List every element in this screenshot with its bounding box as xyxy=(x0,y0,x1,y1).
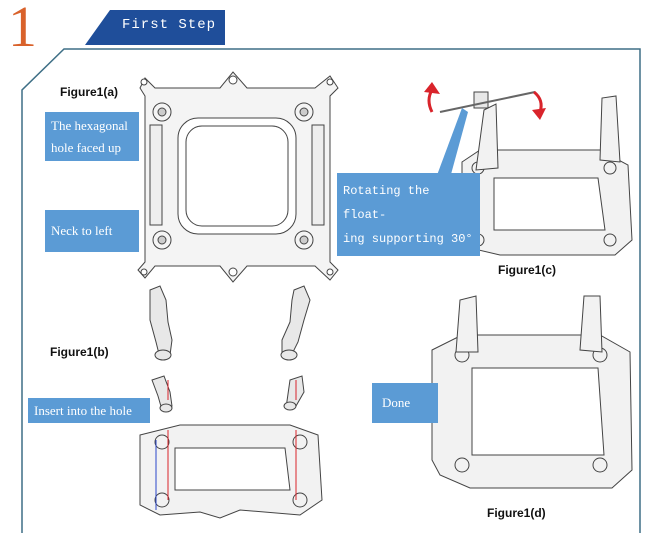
wrench-graphic xyxy=(439,91,536,113)
bracket-perspective-d xyxy=(431,295,633,489)
callout-rotate-line1: Rotating the float- xyxy=(343,184,430,222)
standoff-right xyxy=(280,285,311,361)
callout-rotate: Rotating the float- ing supporting 30° w… xyxy=(337,173,480,270)
standoff-inserting-right xyxy=(283,375,305,411)
callout-done-text: Done xyxy=(382,395,411,410)
standoff-inserting-left xyxy=(151,375,173,413)
callout-done: Done xyxy=(372,383,438,423)
callout-neck-text: Neck to left xyxy=(51,223,113,238)
rotation-arrow-left-icon xyxy=(424,82,440,113)
standoff-left xyxy=(149,285,173,361)
callout-hex-hole-line2: hole faced up xyxy=(51,140,122,155)
callout-hex-hole-line1: The hexagonal xyxy=(51,118,128,133)
figure-label-b: Figure1(b) xyxy=(50,345,109,359)
bracket-perspective-c xyxy=(461,91,633,256)
callout-rotate-line3: with the wrench xyxy=(343,256,452,270)
figure-label-c: Figure1(c) xyxy=(498,263,557,277)
frame-border xyxy=(21,48,641,533)
callout-insert-text: Insert into the hole xyxy=(34,403,132,418)
callout-rotate-line2: ing supporting 30° xyxy=(343,232,473,246)
figure-label-d: Figure1(d) xyxy=(487,506,546,520)
figure-label-a: Figure1(a) xyxy=(60,85,119,99)
step-title: First Step xyxy=(122,17,217,33)
step-title-tab xyxy=(85,10,225,45)
step-number: 1 xyxy=(8,0,37,59)
bracket-top-view xyxy=(137,71,339,283)
callout-insert: Insert into the hole xyxy=(28,398,150,423)
rotation-arrow-right-icon xyxy=(532,90,546,120)
bracket-perspective-b xyxy=(139,424,323,519)
callout-neck: Neck to left xyxy=(45,210,139,252)
callout-hex-hole: The hexagonal hole faced up xyxy=(45,112,139,161)
